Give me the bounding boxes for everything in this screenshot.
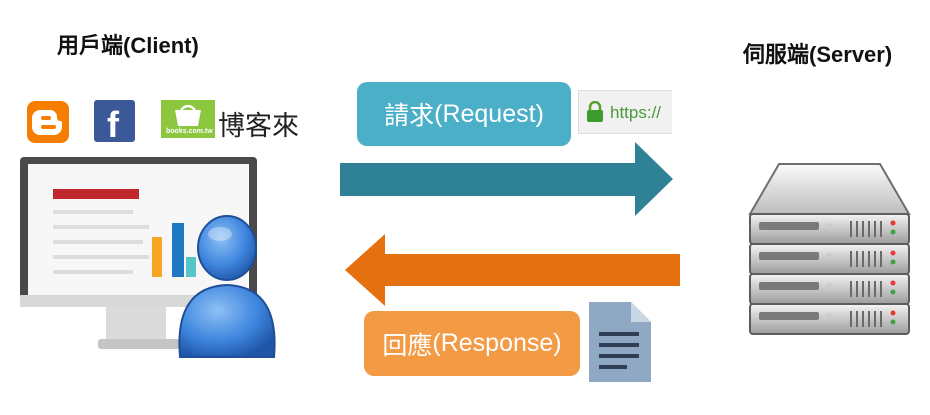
blogger-icon bbox=[27, 101, 69, 143]
response-label: 回應(Response) bbox=[364, 311, 580, 376]
books-logo-label: books.com.tw bbox=[166, 128, 213, 135]
facebook-icon: f bbox=[94, 100, 135, 142]
server-title: 伺服端(Server) bbox=[743, 37, 892, 69]
books-name: 博客來 bbox=[218, 111, 299, 142]
server-title-cjk: 伺服端 bbox=[743, 43, 810, 68]
user-icon bbox=[176, 211, 278, 361]
client-title-latin: (Client) bbox=[123, 33, 199, 58]
address-bar: https:// bbox=[578, 90, 672, 134]
address-bar-text: https:// bbox=[610, 103, 662, 122]
response-arrow bbox=[345, 234, 680, 306]
response-label-cjk: 回應 bbox=[382, 331, 433, 360]
client-title: 用戶端(Client) bbox=[57, 28, 199, 60]
lock-icon bbox=[586, 100, 604, 123]
request-label: 請求(Request) bbox=[357, 82, 571, 146]
server-title-latin: (Server) bbox=[809, 42, 893, 67]
client-title-cjk: 用戶端 bbox=[57, 34, 124, 59]
request-arrow bbox=[340, 142, 673, 217]
server-rack-icon bbox=[747, 162, 912, 340]
document-icon bbox=[589, 302, 651, 382]
response-label-latin: (Response) bbox=[432, 329, 562, 357]
request-label-cjk: 請求 bbox=[384, 102, 435, 130]
request-label-latin: (Request) bbox=[434, 99, 544, 128]
books-logo-icon: books.com.tw bbox=[161, 100, 215, 138]
